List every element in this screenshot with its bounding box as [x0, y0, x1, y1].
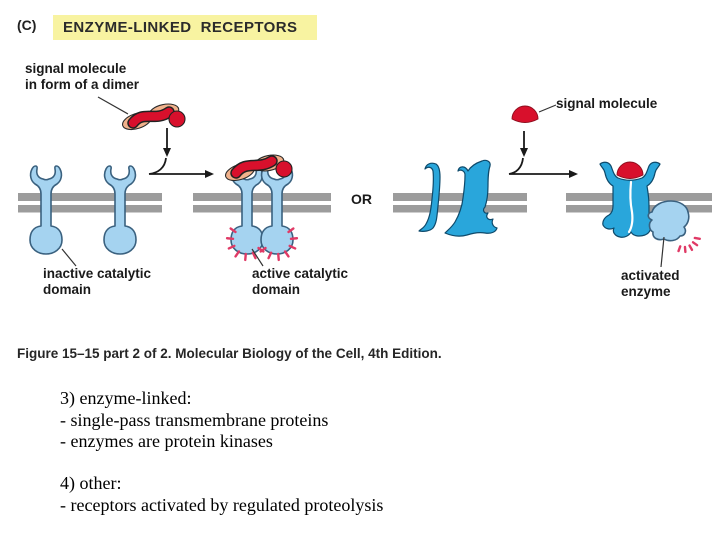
membrane-3 [393, 193, 527, 213]
receptor-piece-1 [418, 162, 441, 232]
right-arrow-icon-2 [508, 157, 578, 178]
label-active-domain: active catalytic domain [252, 266, 349, 297]
leader-inactive [61, 248, 77, 267]
leader-signal [538, 104, 557, 113]
signal-molecule-shape [511, 105, 539, 123]
bound-signal-dimer [224, 154, 293, 182]
leader-enzyme [660, 236, 665, 268]
label-signal-molecule: signal molecule [556, 96, 658, 111]
signal-dimer-molecule [121, 103, 186, 131]
bound-signal-molecule [616, 161, 644, 179]
notes-enzyme-linked: 3) enzyme-linked: - single-pass transmem… [60, 388, 329, 451]
activity-burst-icon [225, 227, 299, 262]
label-activated-enzyme: activated enzyme [621, 268, 680, 299]
label-inactive-domain: inactive catalytic domain [43, 266, 152, 297]
figure-caption: Figure 15–15 part 2 of 2. Molecular Biol… [17, 346, 442, 361]
membrane-2 [193, 193, 331, 213]
membrane-1 [18, 193, 162, 213]
activity-burst-icon-enzyme [677, 236, 701, 254]
slide-title: ENZYME-LINKED RECEPTORS [63, 19, 298, 36]
label-or: OR [351, 191, 372, 207]
title-highlight-box: ENZYME-LINKED RECEPTORS [53, 15, 317, 40]
leader-dimer [97, 96, 129, 115]
down-arrow-icon [163, 128, 171, 157]
leader-active [251, 248, 264, 267]
down-arrow-icon-2 [520, 131, 528, 157]
activated-enzyme-shape [647, 200, 690, 242]
notes-other: 4) other: - receptors activated by regul… [60, 473, 384, 515]
label-signal-dimer: signal molecule in form of a dimer [25, 61, 140, 92]
panel-label: (C) [17, 17, 37, 33]
right-arrow-icon [148, 157, 214, 178]
receptor-activated [599, 161, 661, 238]
receptor-piece-2 [444, 159, 498, 237]
